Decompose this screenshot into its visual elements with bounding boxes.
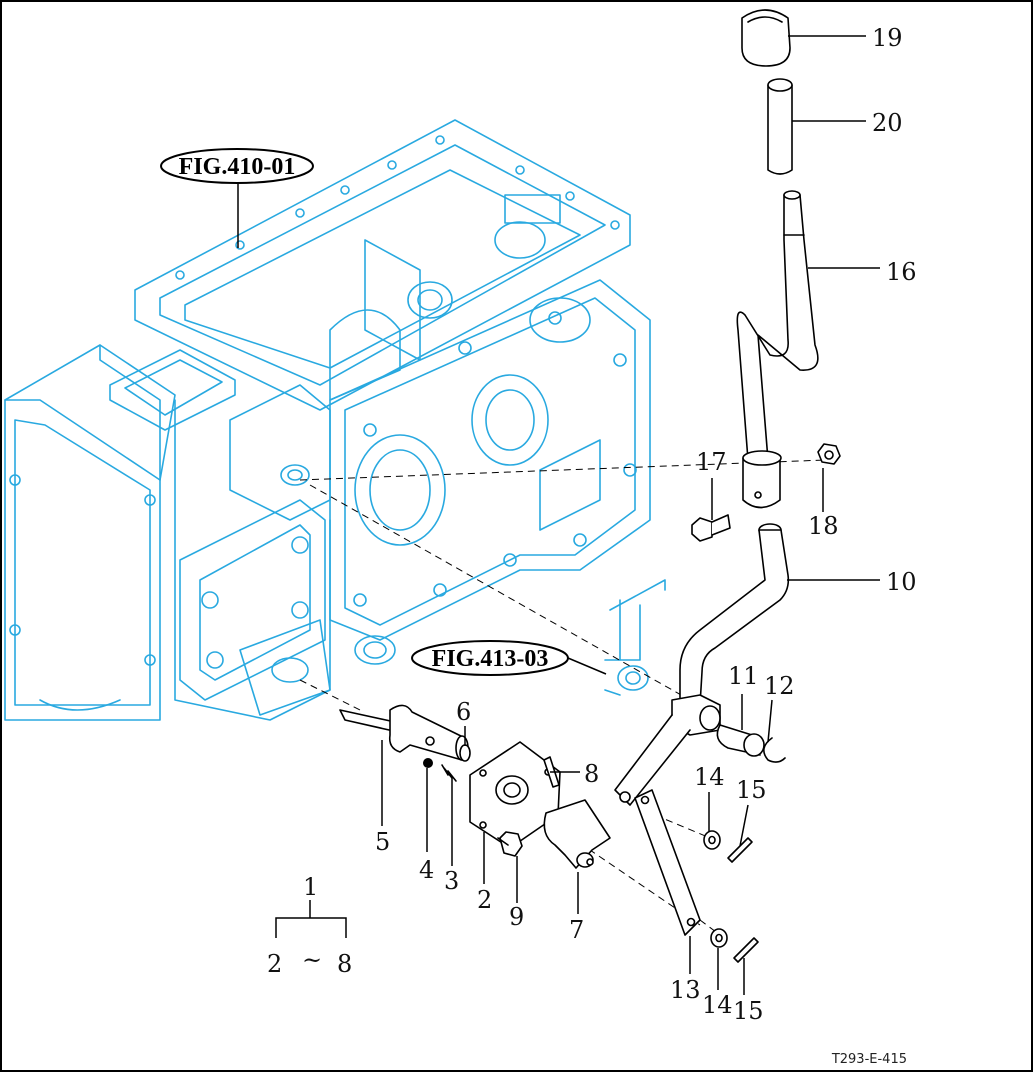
- nut: [817, 443, 841, 465]
- callout-6: 6: [456, 698, 471, 726]
- callout-14-upper: 14: [694, 763, 725, 791]
- figref-410-01-label[interactable]: FIG.410-01: [179, 154, 296, 180]
- upper-shift-lever: [736, 190, 819, 509]
- snap-ring: [763, 737, 786, 763]
- callout-11: 11: [728, 662, 759, 690]
- detent-spring: [441, 764, 457, 782]
- link-plate: [634, 789, 701, 936]
- callout-18: 18: [808, 512, 839, 540]
- figref-410-01[interactable]: FIG.410-01: [160, 148, 314, 184]
- detent-ball: [423, 758, 433, 768]
- callout-3: 3: [444, 867, 459, 895]
- callout-15-lower: 15: [733, 997, 764, 1025]
- callout-14-lower: 14: [702, 991, 733, 1019]
- cotter-pin-upper: [727, 837, 753, 863]
- range-end: 8: [337, 950, 352, 978]
- callout-5: 5: [375, 828, 390, 856]
- cotter-pin-lower: [733, 937, 759, 963]
- lower-shift-lever: [614, 523, 790, 806]
- callout-8: 8: [584, 760, 599, 788]
- callout-1: 1: [303, 873, 318, 901]
- figref-413-03[interactable]: FIG.413-03: [411, 640, 569, 676]
- transmission-case-outline: [4, 119, 666, 721]
- callout-4: 4: [419, 856, 434, 884]
- callout-10: 10: [886, 568, 917, 596]
- shift-knob: [741, 9, 791, 67]
- shift-shaft: [339, 704, 469, 761]
- range-tilde: ~: [302, 946, 322, 974]
- callout-20: 20: [872, 109, 903, 137]
- shift-arm: [543, 799, 611, 869]
- drawing-code: T293-E-415: [831, 1052, 907, 1067]
- callout-12: 12: [764, 672, 795, 700]
- callout-9: 9: [509, 903, 524, 931]
- o-ring: [459, 744, 471, 762]
- callout-19: 19: [872, 24, 903, 52]
- callout-16: 16: [886, 258, 917, 286]
- washer-upper: [703, 830, 721, 850]
- cover-plate: [469, 741, 561, 849]
- figref-413-03-label[interactable]: FIG.413-03: [432, 646, 549, 672]
- callout-leaders: [237, 35, 880, 995]
- callout-17: 17: [696, 448, 727, 476]
- callout-15-upper: 15: [736, 776, 767, 804]
- lever-sleeve: [767, 78, 793, 175]
- alignment-lines: [299, 459, 826, 936]
- callout-7: 7: [569, 916, 584, 944]
- callout-13: 13: [670, 976, 701, 1004]
- collar: [716, 724, 765, 757]
- bolt: [691, 514, 731, 542]
- range-start: 2: [267, 950, 282, 978]
- washer-lower: [710, 928, 728, 948]
- callout-labels: 19 20 16 17 18 10 11 12 14 15 6 8 5 4 3 …: [267, 24, 917, 1025]
- cover-bolt: [497, 831, 523, 857]
- callout-2: 2: [477, 886, 492, 914]
